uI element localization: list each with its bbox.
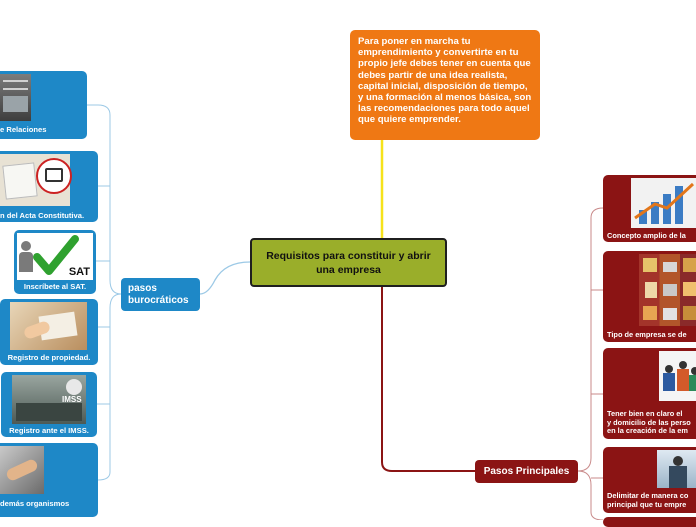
- check-icon: [33, 235, 79, 275]
- business-person-image: [657, 450, 696, 488]
- left-item-acta-constitutiva[interactable]: n del Acta Constitutiva.: [0, 151, 98, 222]
- right-item-tipo-empresa[interactable]: Tipo de empresa se de: [603, 251, 696, 342]
- team-people-image: [659, 351, 696, 401]
- branch-pasos-burocraticos[interactable]: pasos burocráticos: [121, 278, 200, 311]
- left-item-label: Registro ante el IMSS.: [9, 426, 89, 435]
- right-item-domicilio[interactable]: Tener bien en claro el y domicilio de la…: [603, 348, 696, 439]
- right-item-delimitar[interactable]: Delimitar de manera co principal que tu …: [603, 447, 696, 513]
- right-item-label: Tener bien en claro el y domicilio de la…: [607, 409, 691, 436]
- sat-logo-text: SAT: [68, 266, 90, 278]
- right-item-label: Concepto amplio de la: [607, 231, 686, 240]
- central-topic[interactable]: Requisitos para constituir y abrir una e…: [250, 238, 447, 287]
- handshake-image: [0, 446, 44, 494]
- right-item-concepto[interactable]: Concepto amplio de la: [603, 175, 696, 242]
- sat-checkmark-icon: SAT: [17, 233, 93, 280]
- left-item-label: e Relaciones: [0, 125, 47, 134]
- left-sub-connectors: [87, 104, 122, 481]
- left-item-label: Inscríbete al SAT.: [23, 282, 87, 291]
- signing-document-image: [10, 302, 87, 350]
- left-item-demas-organismos[interactable]: demás organismos: [0, 443, 98, 517]
- right-item-label: Tipo de empresa se de: [607, 330, 687, 339]
- growth-chart-image: [631, 178, 696, 228]
- left-item-label: Registro de propiedad.: [7, 353, 91, 362]
- left-item-relaciones[interactable]: e Relaciones: [0, 71, 87, 139]
- document-contract-image: [0, 154, 72, 206]
- right-item-label: Delimitar de manera co principal que tu …: [607, 491, 689, 509]
- blue-branch-connector: [199, 261, 251, 295]
- description-note[interactable]: Para poner en marcha tu emprendimiento y…: [350, 30, 540, 140]
- imss-logo-icon: [66, 379, 82, 395]
- imss-logo-text: IMSS: [62, 395, 82, 404]
- left-item-sat[interactable]: SAT Inscríbete al SAT.: [14, 230, 96, 294]
- left-item-label: n del Acta Constitutiva.: [0, 211, 85, 220]
- left-item-label: demás organismos: [0, 499, 70, 508]
- left-item-imss[interactable]: IMSS Registro ante el IMSS.: [1, 372, 97, 437]
- office-building-image: [0, 74, 31, 121]
- right-sub-connectors: [577, 207, 604, 520]
- left-item-registro-propiedad[interactable]: Registro de propiedad.: [0, 299, 98, 365]
- right-item-next[interactable]: [603, 517, 696, 527]
- imss-building-image: IMSS: [12, 375, 86, 424]
- branch-pasos-principales[interactable]: Pasos Principales: [475, 460, 578, 483]
- business-types-grid-image: [639, 254, 696, 326]
- red-branch-connector: [381, 287, 475, 472]
